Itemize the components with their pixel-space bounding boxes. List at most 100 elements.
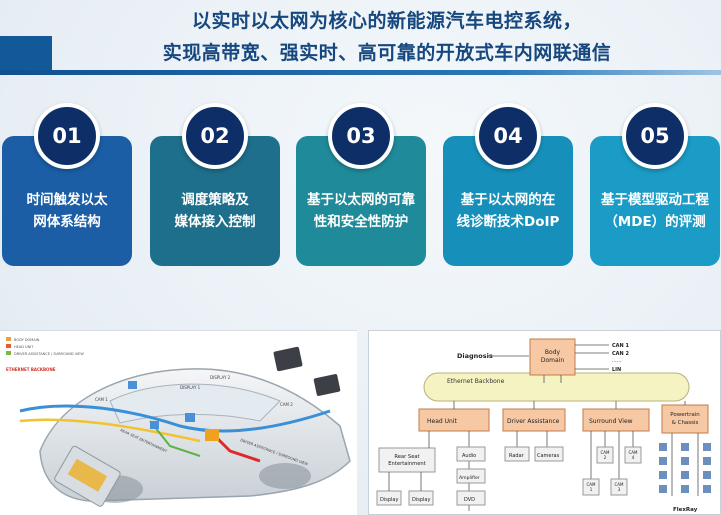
- number-badge: 04: [475, 103, 541, 169]
- audio-box: [456, 446, 486, 462]
- cam-box: [624, 446, 642, 464]
- topic-card-label: 时间触发以太 网体系结构: [26, 192, 108, 230]
- topic-card-label: 调度策略及 媒体接入控制: [174, 192, 256, 230]
- legend-label: HEAD UNIT: [14, 345, 34, 349]
- powertrain-label-line: & Chassis: [672, 420, 699, 426]
- cam-label-line: 4: [632, 455, 635, 460]
- domain-label: Surround View: [589, 418, 633, 425]
- number-badge: 02: [182, 103, 248, 169]
- car-windshield: [109, 383, 281, 424]
- device-label: Amplifier: [459, 475, 480, 481]
- flexray-node: [681, 471, 689, 479]
- cam-label-line: CAM: [601, 450, 611, 455]
- cam-label-line: CAM: [615, 482, 625, 487]
- cam-box: [596, 446, 614, 464]
- car-label: DISPLAY 2: [210, 375, 231, 380]
- car-illustration-svg: BODY DOMAIN HEAD UNIT DRIVER ASSISTANCE …: [6, 337, 351, 507]
- header-divider: [0, 70, 721, 75]
- amplifier-box: [456, 468, 486, 484]
- domain-label: Driver Assistance: [507, 418, 560, 425]
- ecu-box: [205, 429, 219, 441]
- body-domain-box: [529, 338, 576, 376]
- legend-swatch: [6, 344, 11, 348]
- display-label: Display: [412, 497, 430, 503]
- chip-icon: [313, 374, 341, 396]
- powertrain-label-line: Powertrain: [670, 412, 700, 418]
- domain-label: Head Unit: [427, 418, 457, 425]
- rear-seat-entertainment-box: [378, 447, 436, 473]
- topic-card-label: 基于以太网的可靠 性和安全性防护: [307, 192, 415, 230]
- flexray-node: [681, 457, 689, 465]
- header-accent-block: [0, 36, 52, 70]
- powertrain-chassis-box: [661, 404, 709, 434]
- body-domain-wire: [19, 418, 201, 443]
- flexray-node: [703, 457, 711, 465]
- flexray-node: [681, 443, 689, 451]
- ecu-box: [150, 421, 159, 429]
- device-label: Audio: [462, 453, 476, 459]
- diagnosis-label: Diagnosis: [457, 352, 493, 360]
- driver-assist-wire: [149, 420, 201, 457]
- device-label: Radar: [509, 453, 525, 459]
- device-label: DVD: [464, 497, 475, 503]
- dvd-box: [456, 490, 486, 506]
- radar-box: [504, 446, 530, 462]
- title-line-2: 实现高带宽、强实时、高可靠的开放式车内网联通信: [162, 42, 612, 64]
- chip-icon: [273, 346, 303, 372]
- title-line-1: 以实时以太网为核心的新能源汽车电控系统，: [191, 10, 582, 32]
- rear-seat-label-line: Entertainment: [388, 461, 425, 467]
- flexray-node: [703, 471, 711, 479]
- bus-label: ......: [612, 358, 622, 364]
- backbone-legend-label: ETHERNET BACKBONE: [6, 367, 56, 372]
- flexray-node: [703, 443, 711, 451]
- flexray-node: [659, 457, 667, 465]
- car-label: CAM 2: [280, 402, 293, 407]
- car-network-illustration: BODY DOMAIN HEAD UNIT DRIVER ASSISTANCE …: [0, 330, 357, 515]
- device-label: Cameras: [537, 453, 560, 459]
- bus-label: LIN: [612, 367, 621, 373]
- flexray-node: [659, 443, 667, 451]
- car-label: CAM 1: [95, 397, 108, 402]
- cameras-box: [534, 446, 564, 462]
- flexray-label: FlexRay: [673, 507, 698, 513]
- cam-box: [610, 478, 628, 496]
- cam-box: [582, 478, 600, 496]
- rear-seat-label-line: Rear Seat: [394, 454, 419, 460]
- topic-card-label: 基于以太网的在 线诊断技术DoIP: [456, 192, 560, 230]
- flexray-node: [681, 485, 689, 493]
- legend-swatch: [6, 351, 11, 355]
- number-badge: 03: [328, 103, 394, 169]
- flexray-node: [703, 485, 711, 493]
- legend-label: BODY DOMAIN: [14, 338, 40, 342]
- cam-label-line: CAM: [629, 450, 639, 455]
- rear-wheel: [259, 463, 311, 489]
- backbone-label: Ethernet Backbone: [447, 378, 505, 385]
- body-domain-label-line: Domain: [541, 357, 564, 364]
- number-badge: 05: [622, 103, 688, 169]
- car-label: DISPLAY 1: [180, 385, 201, 390]
- flexray-node: [659, 471, 667, 479]
- flexray-node: [659, 485, 667, 493]
- ecu-box: [185, 413, 195, 422]
- topic-card-label: 基于模型驱动工程 （MDE）的评测: [601, 192, 709, 230]
- bus-label: CAN 1: [612, 343, 629, 349]
- cam-label-line: 1: [590, 487, 593, 492]
- connector-pins: [67, 458, 108, 492]
- legend-swatch: [6, 337, 11, 341]
- number-badge: 01: [34, 103, 100, 169]
- cam-label-line: 2: [604, 455, 607, 460]
- powertrain-label: Powertrain & Chassis: [670, 412, 700, 426]
- legend-label: DRIVER ASSISTANCE / SURROUND VIEW: [14, 352, 84, 356]
- ethernet-backbone-wire: [19, 404, 331, 433]
- camera-box: [128, 381, 137, 389]
- display-label: Display: [380, 497, 398, 503]
- cam-label-line: 3: [618, 487, 621, 492]
